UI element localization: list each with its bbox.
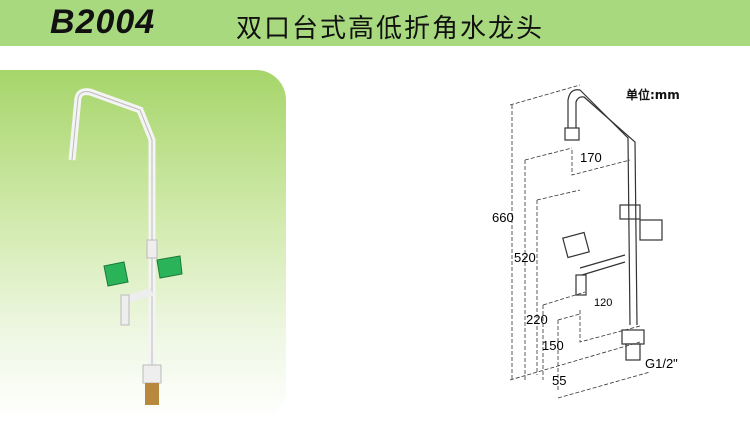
dim-120: 120 xyxy=(594,297,612,309)
dim-170: 170 xyxy=(580,150,602,165)
product-title: 双口台式高低折角水龙头 xyxy=(236,14,545,44)
dim-150: 150 xyxy=(542,338,564,353)
faucet-image xyxy=(68,88,183,405)
model-number: B2004 xyxy=(50,3,156,41)
header-band: B2004 双口台式高低折角水龙头 xyxy=(0,0,750,46)
unit-label: 单位:mm xyxy=(626,88,680,102)
dim-55: 55 xyxy=(552,373,566,388)
dim-220: 220 xyxy=(526,312,548,327)
dim-520: 520 xyxy=(514,250,536,265)
dim-660: 660 xyxy=(492,210,514,225)
dimension-drawing: 170 660 520 120 220 150 55 G1/2" xyxy=(492,84,678,399)
product-photo xyxy=(0,70,286,420)
dim-thread: G1/2" xyxy=(645,356,678,371)
